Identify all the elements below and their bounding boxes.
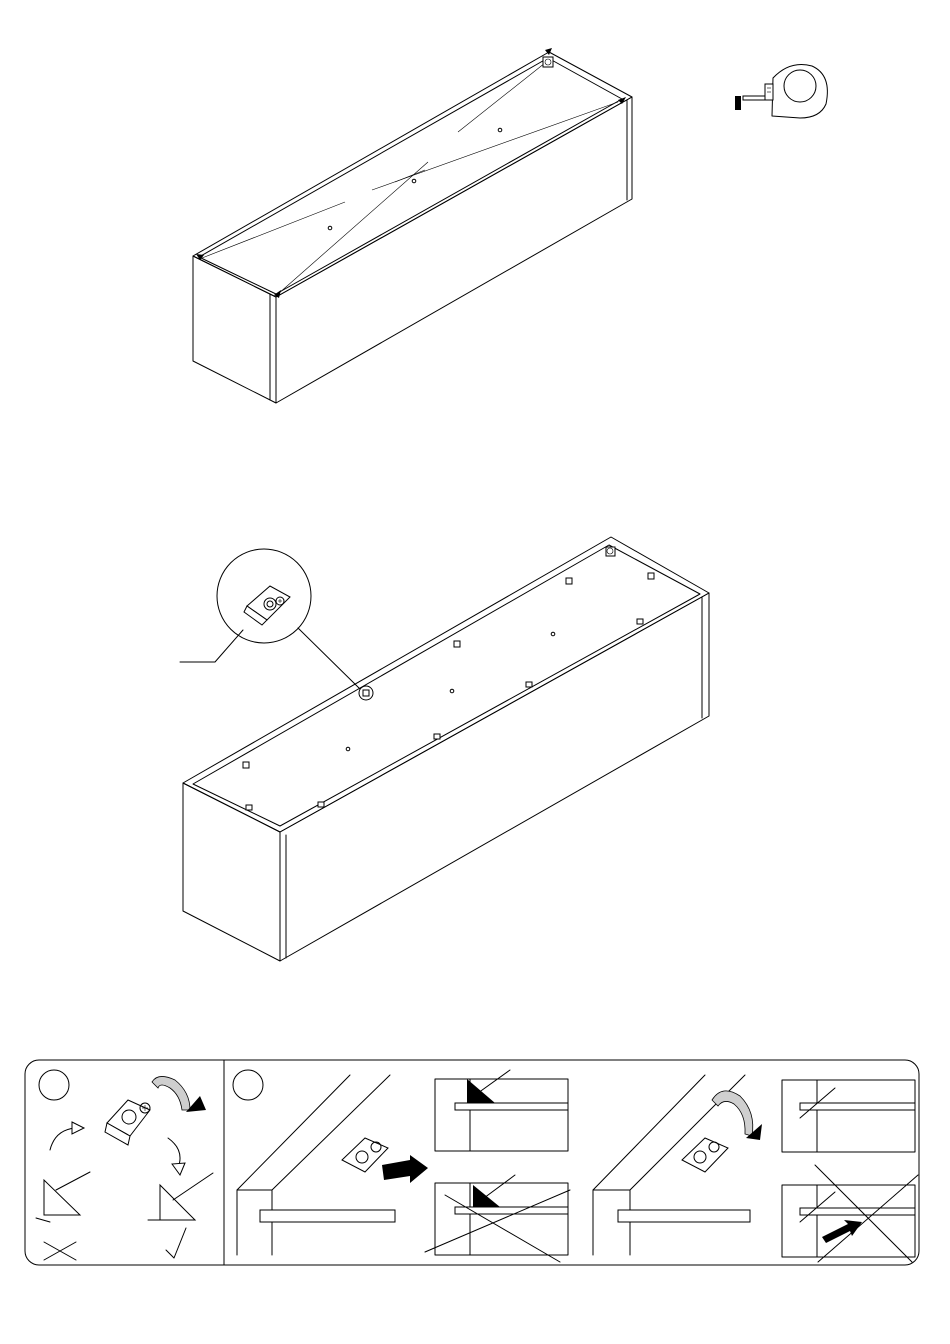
step-marker-1 xyxy=(39,1070,69,1100)
check-icon xyxy=(166,1228,186,1258)
shelf-hole xyxy=(498,128,502,132)
step-marker-2 xyxy=(233,1070,263,1100)
cross-icon xyxy=(44,1242,76,1260)
detail-panel xyxy=(25,1060,919,1265)
panel-section-1 xyxy=(36,1070,213,1260)
shelf-hole xyxy=(328,226,332,230)
shelf-hole xyxy=(412,179,416,183)
cam-fittings xyxy=(243,547,654,810)
shelf-hole xyxy=(551,632,555,636)
shelf-hole xyxy=(346,747,350,751)
push-arrow-icon xyxy=(382,1155,428,1183)
panel-section-2 xyxy=(233,1070,918,1262)
diagonal-measure-lines xyxy=(202,63,618,294)
shelf-hole xyxy=(450,689,454,693)
rotate-arrow-icon xyxy=(50,1128,75,1150)
zoom-callout xyxy=(180,549,360,689)
step-1-cabinet xyxy=(193,48,632,403)
corner-bracket xyxy=(543,57,553,67)
tape-measure-icon xyxy=(735,65,827,119)
